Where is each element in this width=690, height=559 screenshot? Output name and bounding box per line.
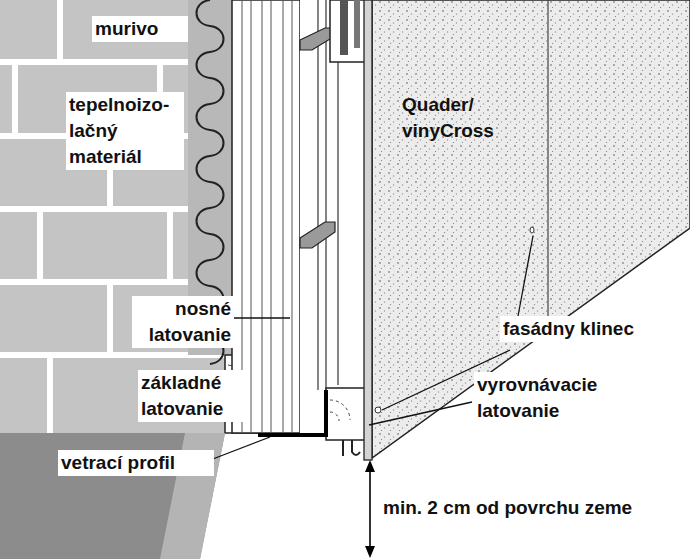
nail-label: fasádny klinec [500, 316, 686, 342]
clearance-label: min. 2 cm od povrchu zeme [380, 495, 686, 521]
insulation-label: tepelnoizo- lačný materiál [66, 92, 184, 170]
wall-label: murivo [92, 16, 188, 42]
panel-label: Quader/ vinyCross [402, 92, 512, 144]
batten-label: nosné latovanie [132, 296, 234, 348]
levelling-batten-label: vyrovnávacie latovanie [474, 372, 620, 424]
base-batten-label: základné latovanie [138, 370, 248, 422]
vent-profile-label: vetrací profil [58, 450, 214, 476]
